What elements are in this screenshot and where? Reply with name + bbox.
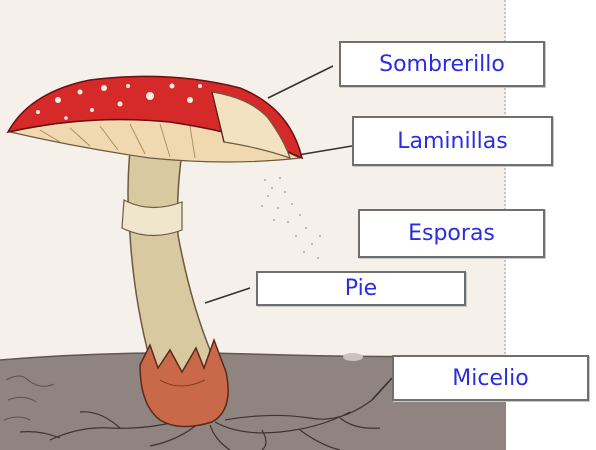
label-esporas: Esporas [358, 209, 545, 258]
pebble [343, 353, 363, 361]
label-sombrerillo: Sombrerillo [339, 41, 545, 87]
label-laminillas: Laminillas [352, 116, 553, 166]
label-pie: Pie [256, 271, 466, 306]
label-micelio: Micelio [392, 355, 589, 401]
